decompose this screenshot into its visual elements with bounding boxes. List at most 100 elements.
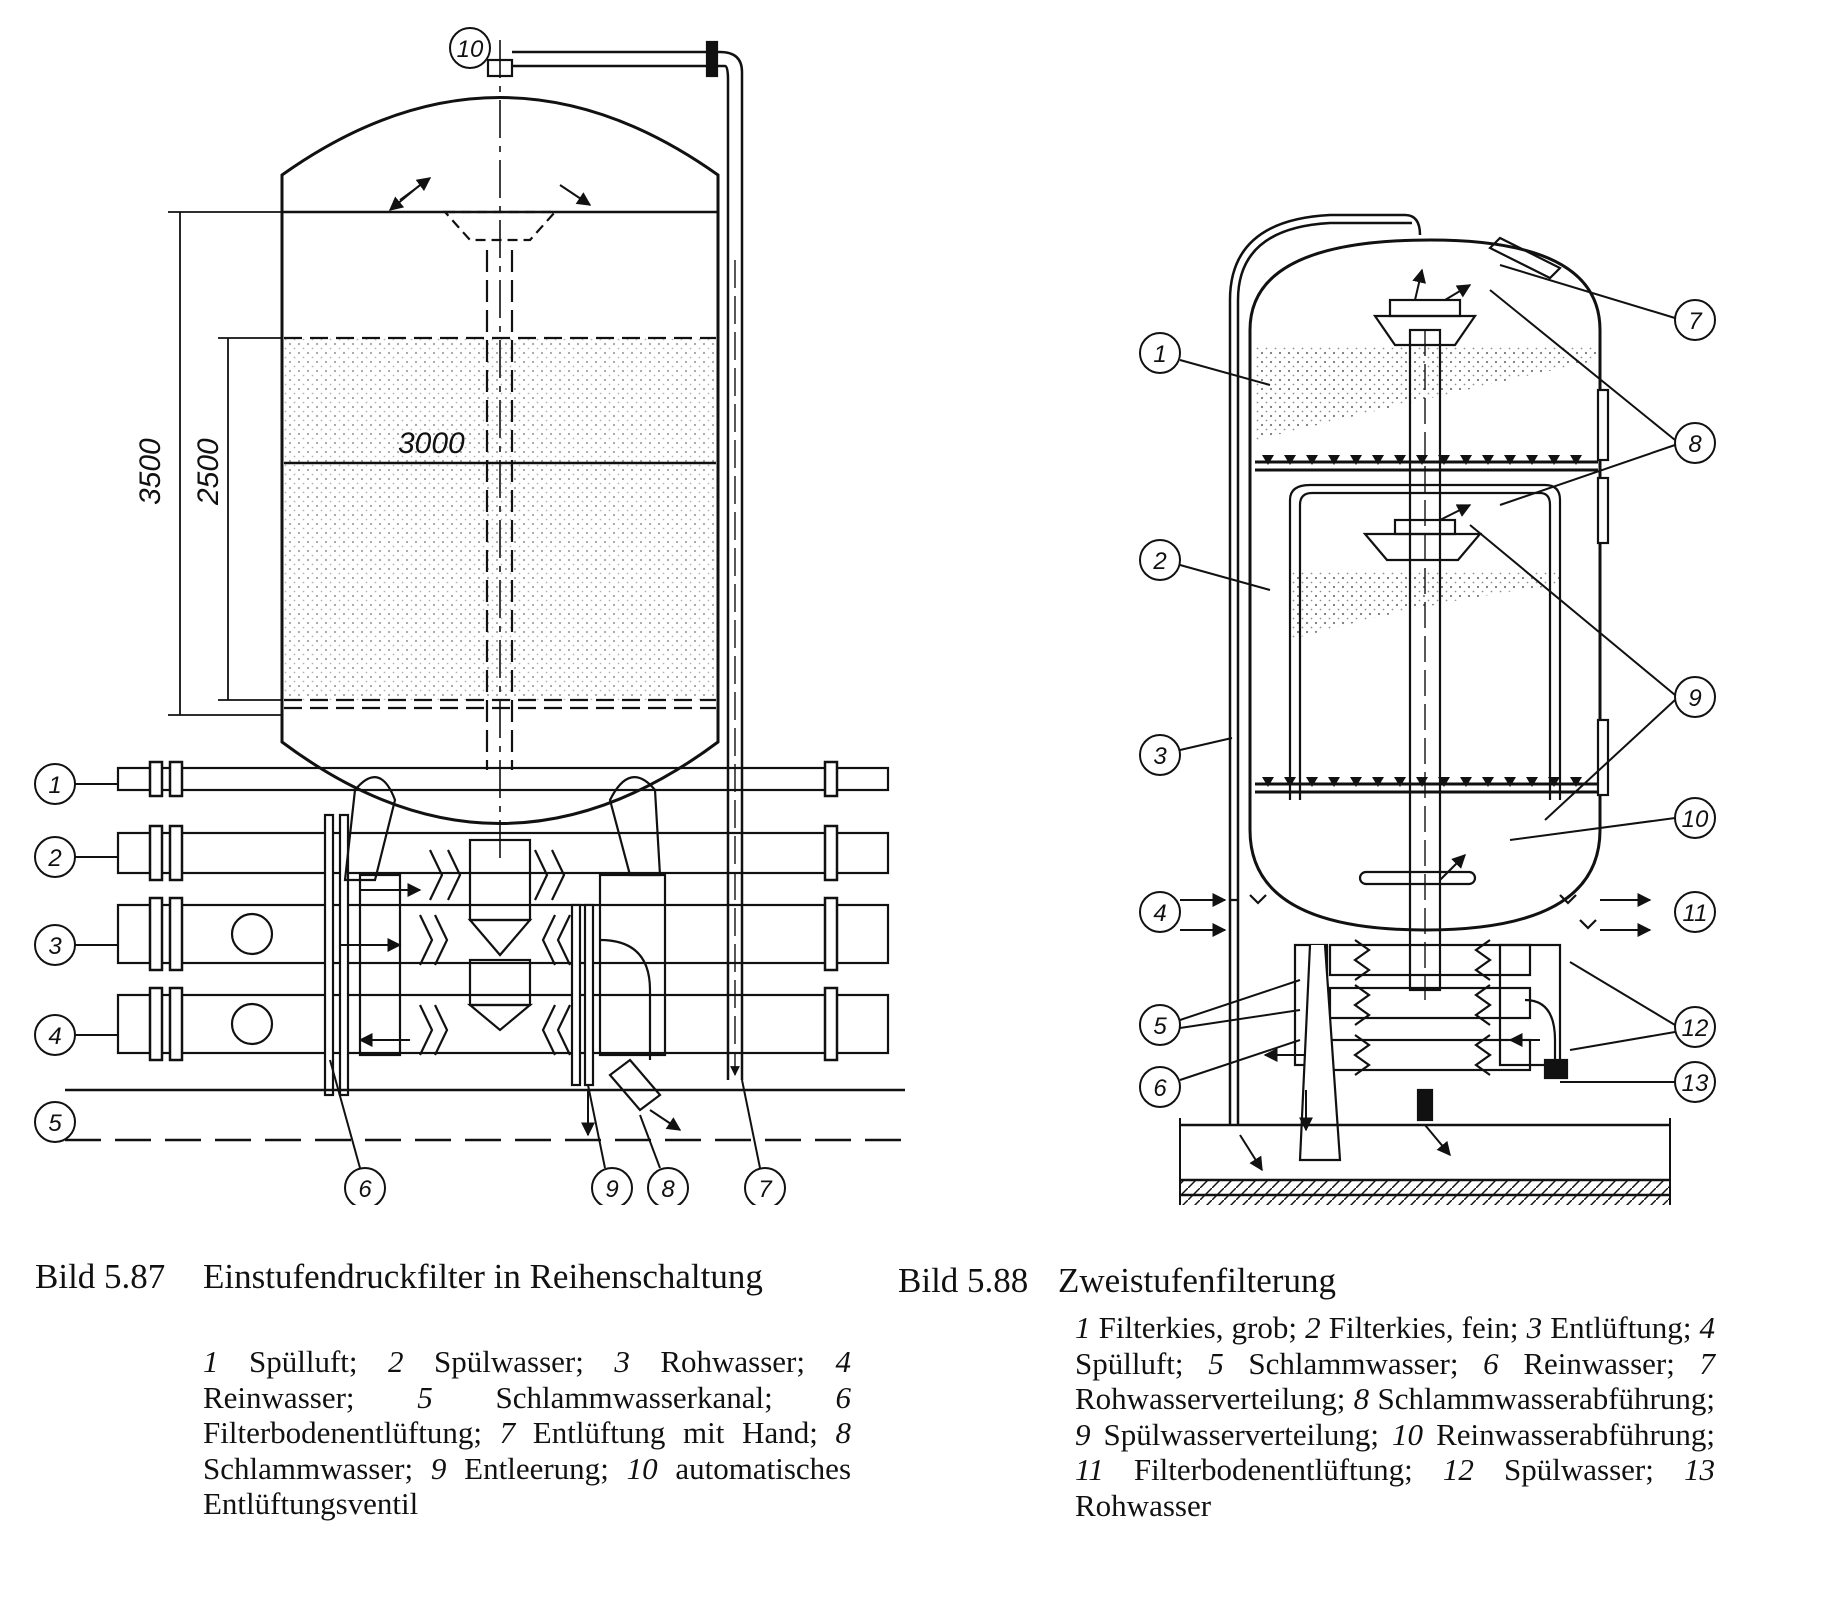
fig2-callout-8: 8	[1688, 431, 1702, 458]
fig1-callout-7: 7	[758, 1176, 773, 1203]
flow-arrow-icon	[1180, 268, 1652, 1172]
fig1-dim-3000: 3000	[398, 427, 465, 460]
fig1-legend-text: Spülwasser	[434, 1344, 576, 1379]
fig2-legend-number: 6	[1483, 1345, 1499, 1381]
fig1-legend-text: automatisches Entlüftungsventil	[203, 1450, 852, 1522]
fig2-legend-number: 13	[1683, 1452, 1715, 1488]
fig2-callout-4: 4	[1153, 900, 1166, 927]
technical-drawing: 3500 2500 3000	[34, 27, 1716, 1205]
fig1-callout-2: 2	[47, 845, 61, 872]
fig2-callout-11: 11	[1683, 900, 1708, 927]
fig2-legend-text: Filterkies, grob	[1098, 1310, 1289, 1345]
fig1-pipe-2	[116, 831, 890, 875]
fig1-legend-number: 1	[203, 1344, 219, 1379]
fig1-legend: 1 Spülluft; 2 Spülwasser; 3 Rohwasser; 4…	[203, 1344, 852, 1522]
fig2-legend-text: Reinwasser	[1523, 1345, 1667, 1381]
fig2-legend: 1 Filterkies, grob; 2 Filterkies, fein; …	[1075, 1310, 1716, 1523]
fig2-callout-7: 7	[1688, 308, 1703, 335]
fig2-legend-text: Spülwasserverteilung	[1103, 1416, 1371, 1452]
fig1-callouts	[34, 27, 786, 1205]
flow-arrow-icon	[340, 177, 682, 1137]
fig1-callout-6: 6	[358, 1176, 372, 1203]
fig1-legend-text: Schlammwasser	[203, 1450, 405, 1486]
fig1-legend-number: 10	[626, 1450, 658, 1486]
fig1-legend-number: 9	[430, 1450, 447, 1486]
fig1-legend-number: 5	[417, 1379, 433, 1415]
fig1-number: Bild 5.87	[35, 1257, 166, 1296]
fig2-legend-number: 4	[1699, 1310, 1716, 1345]
valve-icon	[419, 838, 571, 1056]
fig2-legend-number: 9	[1075, 1416, 1091, 1452]
fig2-legend-number: 2	[1305, 1310, 1321, 1345]
fig2-caption: Bild 5.88 Zweistufenfilterung 1 Filterki…	[898, 1262, 1798, 1592]
fig2-legend-text: Spülwasser	[1504, 1452, 1646, 1488]
fig2-legend-text: Schlammwasser	[1248, 1345, 1450, 1381]
fig1-tank-shell	[280, 96, 720, 825]
fig2-number: Bild 5.88	[898, 1261, 1029, 1300]
nozzle-row-upper	[1262, 455, 1582, 787]
fig2-legend-number: 5	[1208, 1345, 1224, 1381]
fig2-distributor-lower	[1362, 518, 1483, 562]
fig2-callout-13: 13	[1682, 1070, 1709, 1097]
fig1-callout-9: 9	[605, 1176, 618, 1203]
fig1-legend-number: 6	[835, 1379, 852, 1415]
fig2-distributor-upper	[1372, 298, 1478, 347]
fig2-callout-10: 10	[1682, 806, 1709, 833]
fig1-legend-number: 8	[835, 1415, 852, 1451]
fig1-legend-text: Entleerung	[464, 1450, 601, 1486]
fig2-legend-text: Rohwasser	[1075, 1487, 1212, 1523]
fig1-pipe-4	[116, 993, 890, 1055]
fig2-legend-number: 3	[1526, 1310, 1543, 1345]
fig1-legend-text: Reinwasser	[203, 1379, 346, 1415]
fig1-dim-2500: 2500	[192, 438, 225, 506]
fig2-gravel-coarse	[1255, 345, 1598, 440]
fig2-callout-5: 5	[1153, 1013, 1167, 1040]
fig2-drawing: 1 2 3 4 5 6 7 8 9 10 11 12 13	[1139, 213, 1716, 1205]
fig1-callout-5: 5	[48, 1110, 62, 1137]
fig1-legend-number: 4	[835, 1344, 852, 1379]
fig1-caption: Bild 5.87 Einstufendruckfilter in Reihen…	[35, 1258, 855, 1588]
fig2-tank-shell	[1248, 238, 1602, 932]
fig1-filter-sand	[284, 338, 716, 700]
fig1-callout-4: 4	[48, 1023, 61, 1050]
fig2-callout-9: 9	[1688, 685, 1701, 712]
fig2-legend-number: 8	[1353, 1381, 1370, 1417]
fig1-legend-text: Rohwasser	[660, 1344, 797, 1379]
fig1-legend-text: Filterbodenentlüftung	[203, 1415, 474, 1451]
fig1-drawing: 3500 2500 3000	[34, 27, 905, 1205]
fig2-callout-1: 1	[1153, 341, 1166, 368]
fig1-legend-number: 3	[614, 1344, 630, 1379]
fig2-callout-6: 6	[1153, 1075, 1167, 1102]
fig1-legend-number: 7	[499, 1415, 516, 1451]
fig1-dim-3500: 3500	[134, 438, 167, 505]
fig1-callout-3: 3	[48, 933, 62, 960]
fig1-legend-number: 2	[388, 1344, 404, 1379]
fig2-legend-number: 11	[1075, 1452, 1104, 1488]
fig2-callout-3: 3	[1153, 743, 1167, 770]
fig1-legend-text: Entlüftung mit Hand	[532, 1415, 810, 1451]
fig2-legend-text: Filterbodenentlüftung	[1133, 1452, 1405, 1488]
fig1-pipe-1	[116, 766, 890, 792]
fig2-legend-text: Entlüftung	[1550, 1310, 1683, 1345]
fig1-legend-text: Spülluft	[249, 1344, 349, 1379]
fig2-legend-text: Rohwasserverteilung	[1075, 1381, 1337, 1417]
fig2-legend-text: Spülluft	[1075, 1345, 1175, 1381]
fig2-callouts	[1139, 264, 1716, 1108]
fig1-pipe-3	[116, 903, 890, 965]
fig1-dimensions	[168, 211, 712, 716]
fig2-legend-text: Filterkies, fein	[1328, 1310, 1510, 1345]
fig1-callout-8: 8	[661, 1176, 675, 1203]
fig2-legend-number: 7	[1699, 1345, 1716, 1381]
fig2-callout-12: 12	[1682, 1015, 1709, 1042]
fig1-title: Einstufendruckfilter in Reihenschaltung	[203, 1257, 763, 1296]
fig2-legend-number: 12	[1442, 1452, 1474, 1488]
fig2-title: Zweistufenfilterung	[1058, 1261, 1336, 1300]
fig2-legend-text: Reinwasserabführung	[1436, 1416, 1707, 1452]
fig1-callout-1: 1	[48, 772, 61, 799]
fig2-callout-2: 2	[1152, 548, 1166, 575]
fig2-legend-text: Schlammwasserabführung	[1377, 1381, 1707, 1417]
fig1-legend-text: Schlammwasserkanal	[495, 1379, 765, 1415]
fig2-legend-number: 1	[1075, 1310, 1091, 1345]
fig1-callout-10: 10	[457, 36, 484, 63]
fig2-legend-number: 10	[1392, 1416, 1424, 1452]
